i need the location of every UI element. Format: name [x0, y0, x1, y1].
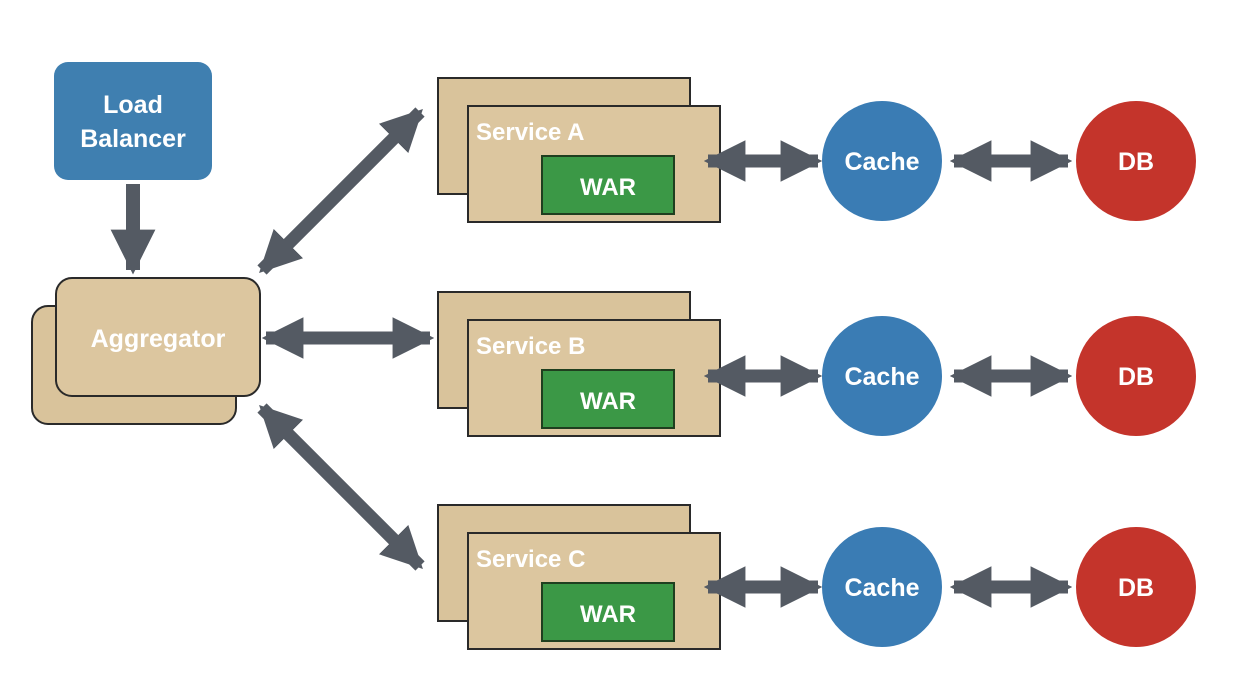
db-c: DB	[1076, 527, 1196, 647]
aggregator-front-card	[55, 277, 261, 397]
db-b-label: DB	[1118, 363, 1154, 391]
load-balancer: Load Balancer	[54, 62, 212, 180]
service-b-label: Service B	[476, 333, 585, 360]
service-c-war-label: WAR	[580, 601, 636, 628]
arrow-aggregator-service-c	[257, 403, 425, 571]
service-a-war-label: WAR	[580, 174, 636, 201]
service-c-label: Service C	[476, 546, 585, 573]
service-b-war-box	[541, 369, 675, 429]
aggregator-label: Aggregator	[91, 325, 226, 353]
arrow-aggregator-service-a	[257, 107, 425, 275]
cache-c-label: Cache	[844, 574, 919, 602]
service-a-label: Service A	[476, 119, 585, 146]
db-c-label: DB	[1118, 574, 1154, 602]
cache-b: Cache	[822, 316, 942, 436]
cache-b-label: Cache	[844, 363, 919, 391]
cache-a-label: Cache	[844, 148, 919, 176]
cache-c: Cache	[822, 527, 942, 647]
service-a-war-box	[541, 155, 675, 215]
load-balancer-label-line2: Balancer	[80, 125, 186, 153]
service-a-group: Service A WAR	[437, 77, 721, 223]
service-b-war-label: WAR	[580, 388, 636, 415]
cache-a: Cache	[822, 101, 942, 221]
service-c-war-box	[541, 582, 675, 642]
db-a: DB	[1076, 101, 1196, 221]
service-c-group: Service C WAR	[437, 504, 721, 650]
service-b-group: Service B WAR	[437, 291, 721, 437]
db-b: DB	[1076, 316, 1196, 436]
aggregator: Aggregator	[31, 277, 261, 425]
load-balancer-label-line1: Load	[103, 91, 163, 119]
db-a-label: DB	[1118, 148, 1154, 176]
